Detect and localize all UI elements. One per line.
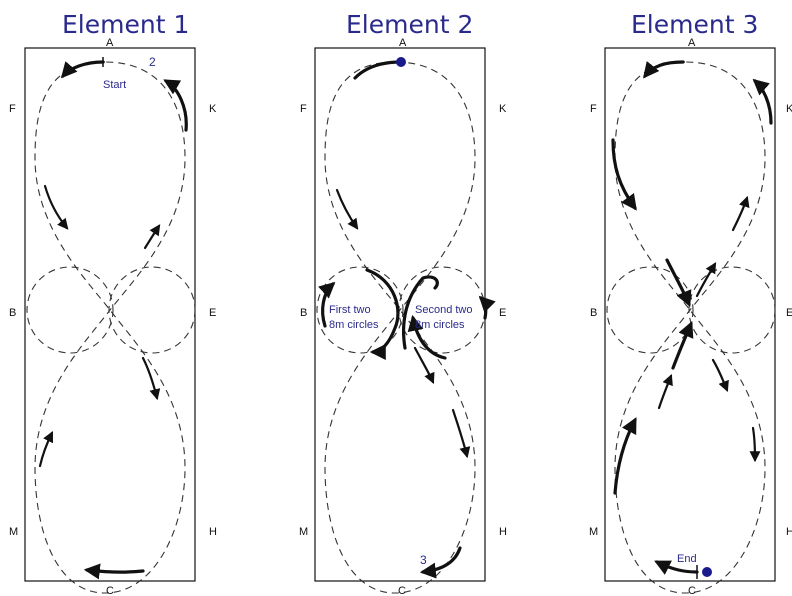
marker-M: M [299,526,308,538]
start-dot [396,57,406,67]
marker-A: A [399,37,407,49]
marker-C: C [106,585,114,596]
second-circles-arc [407,314,447,360]
marker-E: E [209,307,216,319]
arena-outline [24,47,196,582]
arrow-segment [613,417,637,495]
marker-E: E [499,307,506,319]
arrow-segment [711,358,729,393]
arrow-segment [83,563,145,580]
arrow-segment [611,138,637,211]
first-circles-arc [365,268,400,360]
arrow-segment [695,262,717,298]
panel-3: End [604,47,776,594]
first-circles-arc [318,281,336,328]
marker-B: B [590,307,597,319]
arrow-segment [749,426,761,463]
arrow-segment [60,60,105,79]
second-circles-label-line2: 8m circles [415,319,465,331]
arrow-segment [419,546,462,579]
first-circles-label-line2: 8m circles [329,319,379,331]
first-circles-label-line1: First two [329,304,371,316]
arrow-segment [413,346,435,385]
end-dot [702,567,712,577]
figure-eight-path [26,61,196,594]
arena-outline [604,47,776,582]
arrow-segment [451,408,471,459]
arrow-segment [141,356,161,401]
panel-2: First two 8m circles Second two 8m circl… [314,47,496,594]
marker-H: H [209,526,217,538]
arrow-segment [752,78,773,125]
marker-H: H [499,526,507,538]
panel-2-title: Element 2 [346,10,473,39]
arrow-segment [665,258,692,307]
marker-C: C [688,585,696,596]
marker-E: E [786,307,792,319]
marker-M: M [9,526,18,538]
marker-K: K [209,103,217,115]
arrow-segment [671,321,694,370]
arrow-segment [38,431,54,468]
arrow-segment [731,195,750,232]
marker-K: K [499,103,507,115]
start-label: Start [103,79,126,91]
marker-K: K [786,103,792,115]
second-circles-arc [401,275,439,350]
marker-F: F [300,103,307,115]
arrow-segment [642,60,685,79]
marker-M: M [589,526,598,538]
arrow-segment [353,60,403,80]
panel-1-title: Element 1 [62,10,189,39]
arrow-segment [43,184,69,230]
marker-F: F [9,103,16,115]
panel-3-title: Element 3 [631,10,758,39]
arrow-segment [654,560,699,575]
marker-A: A [106,37,114,49]
marker-C: C [398,585,406,596]
step-number-label: 2 [149,55,156,69]
second-circles-label-line1: Second two [415,304,472,316]
arrow-segment [143,224,161,250]
end-label: End [677,553,697,565]
marker-H: H [786,526,792,538]
step-number-label: 3 [420,553,427,567]
arrow-segment [335,188,359,230]
arrow-segment [657,373,673,410]
marker-F: F [590,103,597,115]
second-circles-arc [478,295,496,320]
marker-B: B [300,307,307,319]
arrow-segment [163,79,188,132]
marker-B: B [9,307,16,319]
panel-1: Start 2 [24,47,196,594]
marker-A: A [688,37,696,49]
